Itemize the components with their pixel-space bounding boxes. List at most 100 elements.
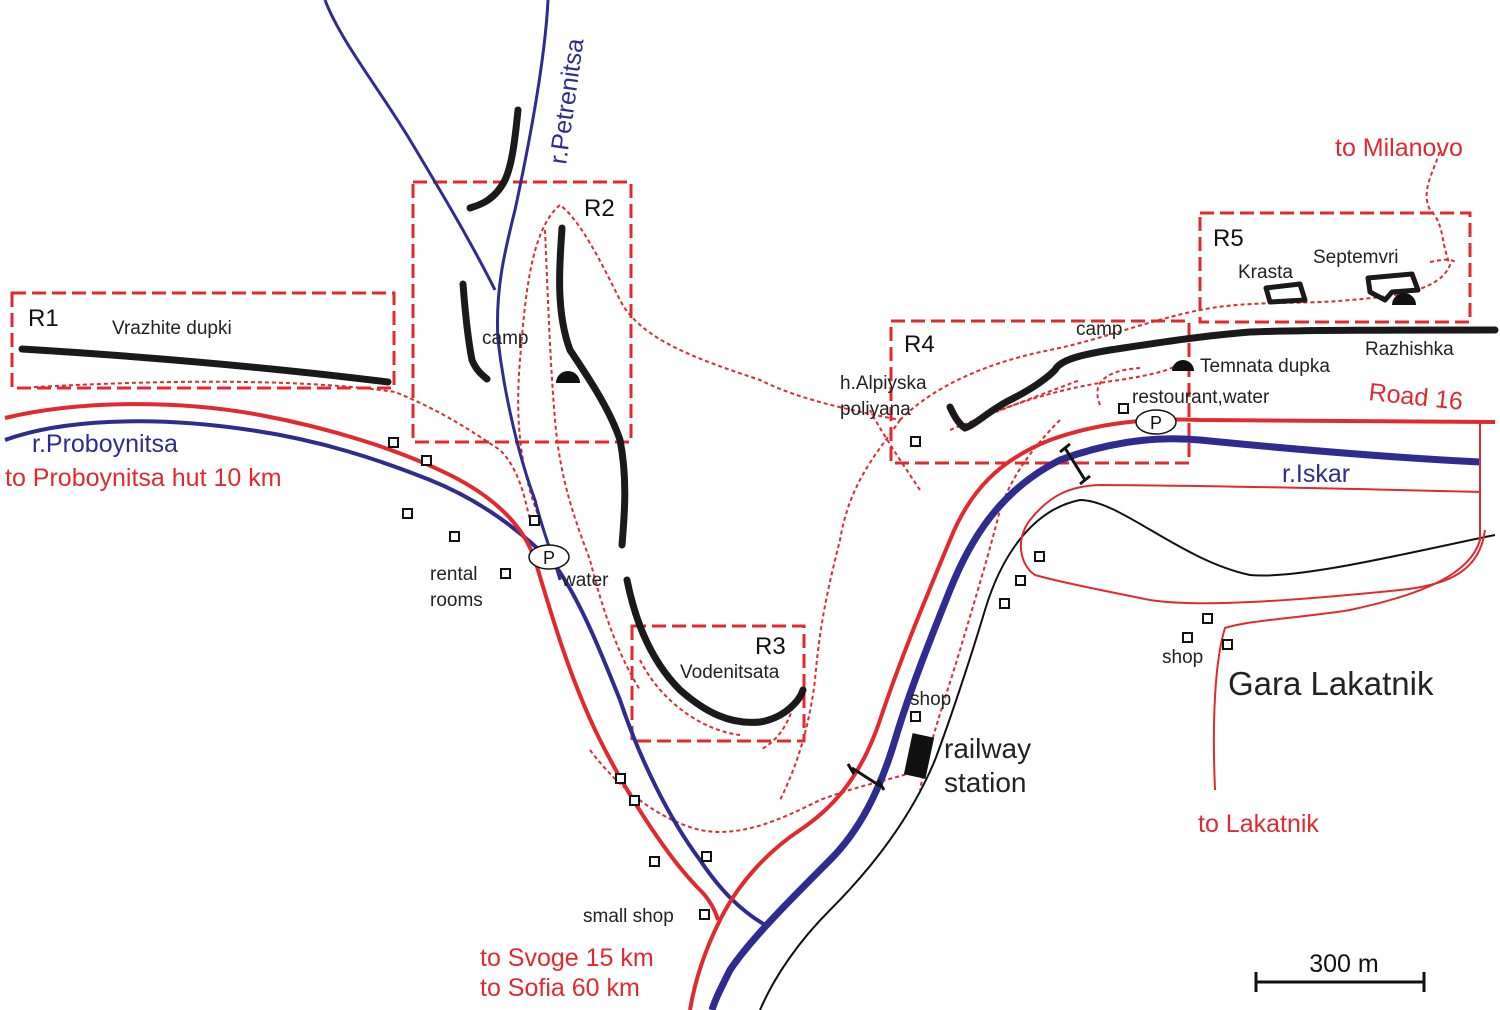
building-icon xyxy=(701,851,712,862)
river-label-proboynitsa: r.Proboynitsa xyxy=(32,430,178,458)
region-label-r5: R5 xyxy=(1213,225,1244,252)
bridges xyxy=(846,442,1091,791)
region-label-r1: R1 xyxy=(28,305,59,332)
roads xyxy=(4,402,1496,1010)
place-label-camp-r4: camp xyxy=(1076,319,1122,340)
road-label-svoge: to Svoge 15 km xyxy=(480,944,654,972)
building-icon xyxy=(615,773,626,784)
river-petrenitsa xyxy=(496,0,562,581)
town-label-gara-lakatnik: Gara Lakatnik xyxy=(1228,665,1434,702)
building-icon xyxy=(1182,632,1193,643)
region-label-r4: R4 xyxy=(904,331,935,358)
place-label-shop-station: shop xyxy=(910,689,951,710)
place-label-railway: railway xyxy=(944,733,1031,764)
railway-station-icon xyxy=(903,733,935,779)
road-label-proboynitsa-hut: to Proboynitsa hut 10 km xyxy=(5,464,282,492)
place-label-small-shop: small shop xyxy=(583,906,674,927)
place-label-rental-1: rental xyxy=(430,564,478,585)
crag-septemvri xyxy=(1365,271,1421,303)
river-petrenitsa-branch xyxy=(323,0,497,291)
bridge-icon xyxy=(1059,442,1091,486)
road-label-sofia: to Sofia 60 km xyxy=(480,974,640,1002)
crag-label-razhishka: Razhishka xyxy=(1365,339,1454,360)
parking-icon: P xyxy=(528,544,570,570)
small-crags xyxy=(1263,271,1421,305)
crag-krasta xyxy=(1263,281,1308,305)
road-proboynitsa xyxy=(4,402,720,921)
region-label-r2: R2 xyxy=(584,195,615,222)
road-label-lakatnik: to Lakatnik xyxy=(1198,810,1319,838)
river-label-iskar: r.Iskar xyxy=(1282,460,1350,488)
building-icon xyxy=(699,909,710,920)
place-label-rental-2: rooms xyxy=(430,590,483,611)
crag-label-krasta: Krasta xyxy=(1238,262,1293,283)
region-box-r4 xyxy=(889,319,1191,465)
road-16-main xyxy=(688,417,1496,1010)
building-icon xyxy=(1118,403,1129,414)
railway xyxy=(759,498,1496,1010)
scale-bar-label: 300 m xyxy=(1309,950,1378,978)
building-icon xyxy=(1015,575,1026,586)
place-label-restaurant: restourant,water xyxy=(1132,387,1270,408)
rivers xyxy=(4,0,1481,1010)
region-box-r5 xyxy=(1198,211,1472,324)
crag-r2-upper xyxy=(466,106,522,212)
road-label-milanovo: to Milanovo xyxy=(1335,134,1463,162)
road-label-road16: Road 16 xyxy=(1367,378,1464,416)
place-label-alpiyska-2: poliyana xyxy=(840,399,911,420)
crag-vrazhite-dupki xyxy=(18,345,392,386)
road-lakatnik xyxy=(1212,490,1481,791)
building-icon xyxy=(529,515,540,526)
crag-label-septemvri: Septemvri xyxy=(1313,247,1399,268)
caves xyxy=(556,293,1416,383)
crag-r2-main xyxy=(556,224,629,549)
place-label-alpiyska-1: h.Alpiyska xyxy=(840,373,927,394)
crag-razhishka xyxy=(946,326,1499,432)
building-icon xyxy=(1034,551,1045,562)
crag-label-temnata-dupka: Temnata dupka xyxy=(1200,356,1330,377)
bridge-icon xyxy=(846,763,886,791)
building-icon xyxy=(421,455,432,466)
building-icon xyxy=(402,508,413,519)
building-icon xyxy=(1222,639,1233,650)
road-16-branch xyxy=(1019,422,1486,605)
place-label-water: water xyxy=(561,570,609,591)
crag-label-vodenitsata: Vodenitsata xyxy=(680,662,780,683)
river-proboynitsa xyxy=(4,419,767,927)
region-box-r3 xyxy=(630,624,806,743)
parking-icon: P xyxy=(1135,409,1177,435)
crags xyxy=(18,106,1499,726)
place-label-shop-gara: shop xyxy=(1162,647,1203,668)
parking-label: P xyxy=(543,548,555,568)
building-icon xyxy=(910,711,921,722)
building-icon xyxy=(388,437,399,448)
cave-icon xyxy=(1392,293,1416,305)
parking-markers: P P xyxy=(528,409,1177,570)
region-boxes xyxy=(10,180,1472,743)
region-labels: R1 R2 R3 R4 R5 xyxy=(28,195,1244,660)
crag-labels: Vrazhite dupki Vodenitsata Krasta Septem… xyxy=(112,247,1454,683)
building-icon xyxy=(449,531,460,542)
parking-label: P xyxy=(1150,413,1162,433)
scale-bar: 300 m xyxy=(1254,950,1426,992)
road-labels: to Proboynitsa hut 10 km to Milanovo Roa… xyxy=(5,134,1464,1002)
river-iskar xyxy=(708,435,1481,1010)
region-label-r3: R3 xyxy=(755,633,786,660)
place-labels: camp camp h.Alpiyska poliyana restourant… xyxy=(430,319,1270,927)
place-label-station: station xyxy=(944,767,1027,798)
crag-r2-left xyxy=(459,280,491,383)
building-icon xyxy=(910,436,921,447)
station-labels: railway station xyxy=(944,733,1031,798)
river-labels: r.Petrenitsa r.Proboynitsa r.Iskar xyxy=(32,37,1350,488)
building-icon xyxy=(999,598,1010,609)
building-icon xyxy=(1202,613,1213,624)
region-box-r1 xyxy=(10,291,396,390)
cave-icon xyxy=(1172,360,1194,371)
building-icon xyxy=(649,856,660,867)
river-label-petrenitsa: r.Petrenitsa xyxy=(544,37,589,166)
building-icon xyxy=(500,568,511,579)
building-icon xyxy=(629,795,640,806)
place-label-camp-r2: camp xyxy=(482,328,528,349)
crag-vodenitsata xyxy=(623,576,807,726)
